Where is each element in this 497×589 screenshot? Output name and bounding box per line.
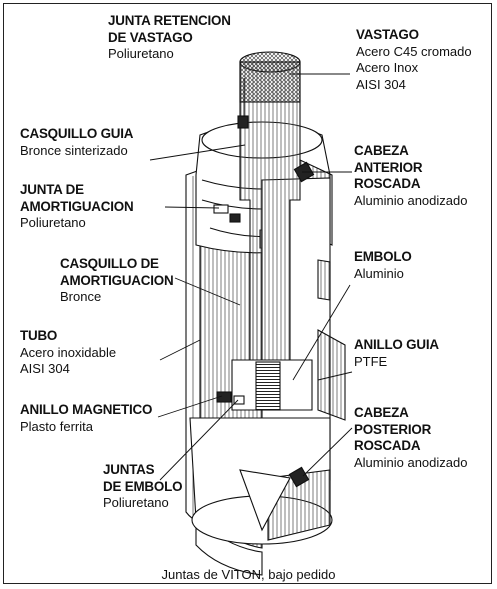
label-cabeza-anterior: CABEZA ANTERIOR ROSCADA Aluminio anodiza… (354, 143, 468, 208)
leader-lines (149, 73, 353, 481)
label-anillo-magnetico: ANILLO MAGNETICO Plasto ferrita (20, 402, 153, 434)
label-juntas-embolo: JUNTAS DE EMBOLO Poliuretano (103, 462, 183, 510)
label-anillo-guia: ANILLO GUIA PTFE (354, 337, 439, 369)
label-casquillo-amortiguacion: CASQUILLO DE AMORTIGUACION Bronce (60, 256, 174, 304)
label-junta-retencion: JUNTA RETENCION DE VASTAGO Poliuretano (108, 13, 231, 61)
footer-caption: Juntas de VITON, bajo pedido (161, 567, 336, 582)
label-tubo: TUBO Acero inoxidable AISI 304 (20, 328, 117, 376)
label-vastago: VASTAGO Acero C45 cromado Acero Inox AIS… (356, 27, 472, 92)
label-casquillo-guia: CASQUILLO GUIA Bronce sinterizado (20, 126, 134, 158)
diagram-frame (3, 3, 492, 584)
label-junta-amortiguacion: JUNTA DE AMORTIGUACION Poliuretano (20, 182, 134, 230)
label-embolo: EMBOLO Aluminio (354, 249, 412, 281)
label-cabeza-posterior: CABEZA POSTERIOR ROSCADA Aluminio anodiz… (354, 405, 468, 470)
